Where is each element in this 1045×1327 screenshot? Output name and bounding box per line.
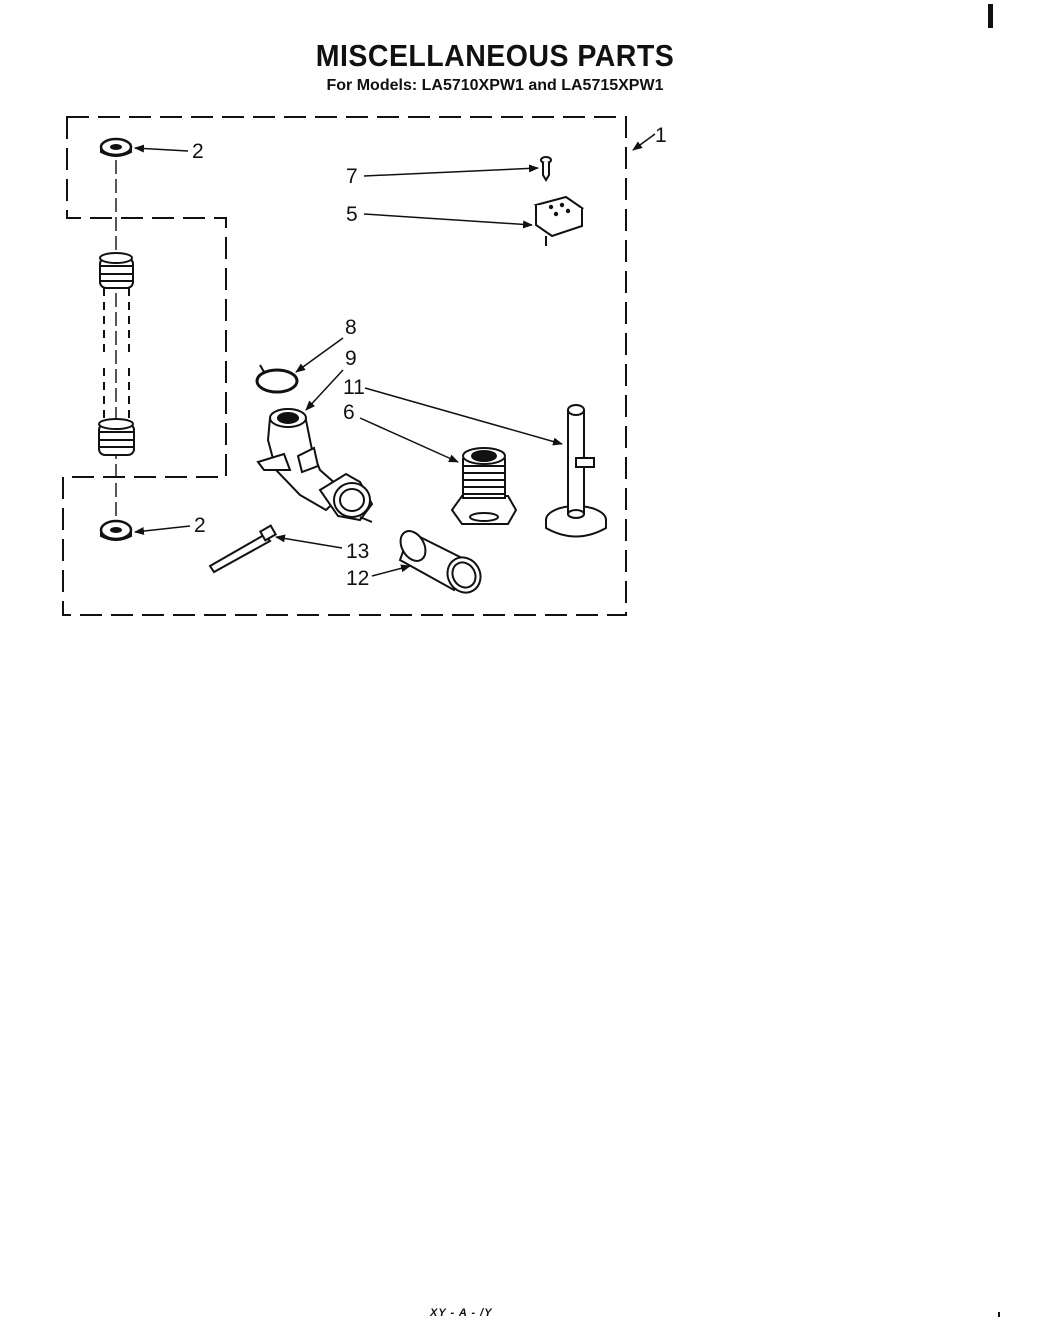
kit-boundary-dashed-outline bbox=[62, 116, 627, 616]
leader-line-6 bbox=[359, 417, 459, 463]
drain-elbow-part bbox=[256, 408, 374, 523]
washer-top-part bbox=[99, 137, 133, 157]
leader-line-11 bbox=[364, 387, 563, 446]
coupling-part bbox=[398, 530, 482, 594]
leader-line-9 bbox=[305, 369, 344, 411]
callout-1: 1 bbox=[655, 124, 667, 147]
clip-part bbox=[533, 195, 585, 246]
callout-12: 12 bbox=[346, 567, 369, 590]
models-subtitle: For Models: LA5710XPW1 and LA5715XPW1 bbox=[326, 77, 664, 94]
washer-bottom-part bbox=[99, 519, 133, 541]
leader-line-5 bbox=[363, 213, 533, 229]
callout-2-bottom: 2 bbox=[194, 514, 206, 537]
callout-2-top: 2 bbox=[192, 140, 204, 163]
hose-connector-part bbox=[450, 447, 518, 525]
cable-tie-part bbox=[208, 524, 278, 574]
footer-code: XY - A - /Y bbox=[430, 1307, 493, 1319]
scan-mark-bottom-right bbox=[998, 1312, 1000, 1317]
clamp-ring-part bbox=[255, 364, 299, 394]
callout-13: 13 bbox=[346, 540, 369, 563]
leader-line-7 bbox=[363, 164, 539, 177]
callout-8: 8 bbox=[345, 316, 357, 339]
fill-hose-part bbox=[98, 252, 135, 456]
leader-line-13 bbox=[275, 534, 343, 549]
callout-7: 7 bbox=[346, 165, 358, 188]
callout-11: 11 bbox=[343, 376, 365, 399]
screw-part bbox=[540, 156, 552, 182]
callout-9: 9 bbox=[345, 347, 357, 370]
page-title: MISCELLANEOUS PARTS bbox=[315, 38, 675, 73]
leader-line-2-top bbox=[134, 144, 189, 153]
leader-line-12 bbox=[371, 564, 411, 577]
callout-6: 6 bbox=[343, 401, 355, 424]
leader-line-8 bbox=[295, 337, 344, 373]
standpipe-support-part bbox=[545, 404, 607, 538]
leader-line-2-bottom bbox=[134, 525, 191, 536]
callout-5: 5 bbox=[346, 203, 358, 226]
leader-line-1 bbox=[632, 133, 656, 151]
scan-mark-top-right bbox=[988, 4, 993, 28]
